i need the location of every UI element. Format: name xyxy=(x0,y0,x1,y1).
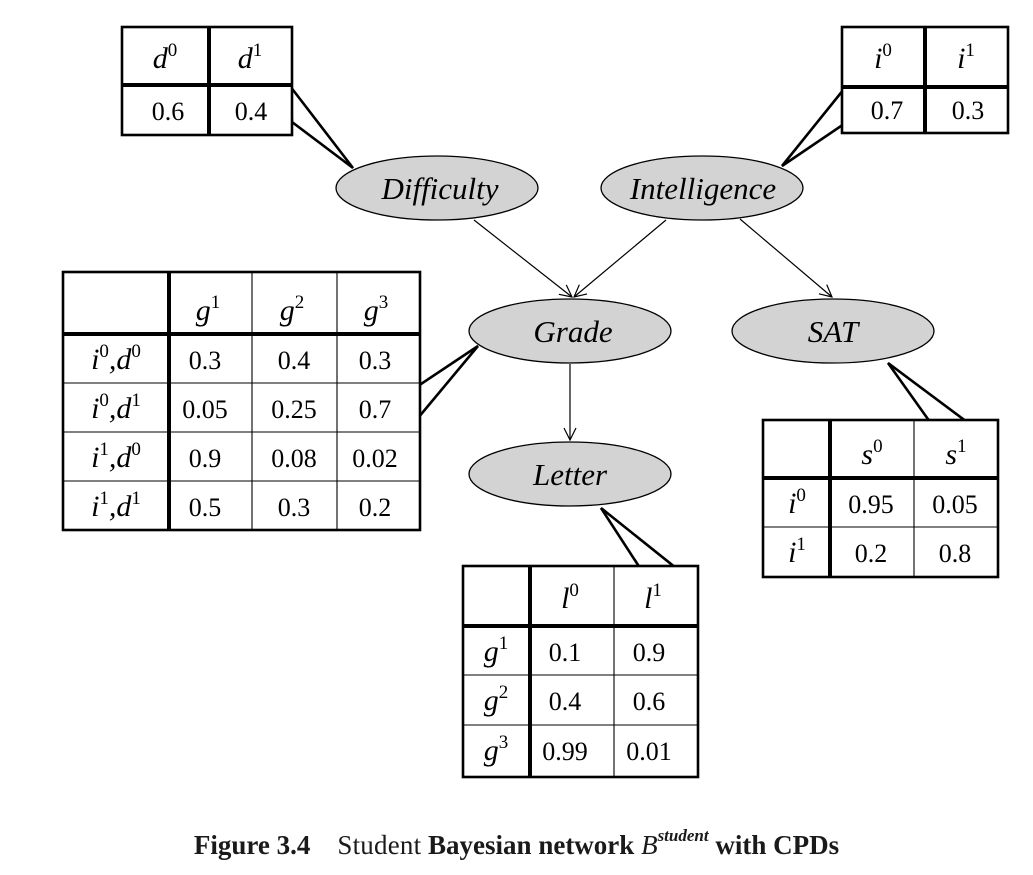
cell-value: 0.4 xyxy=(235,97,268,126)
col-header: i0 xyxy=(874,40,892,75)
cell-value: 0.02 xyxy=(352,444,398,473)
cpd-table-letter: l0 l1 g1 0.1 0.9 g2 0.4 0.6 g3 0.99 0.01 xyxy=(461,564,700,779)
node-intelligence: Intelligence xyxy=(600,155,804,221)
cpd-table-intelligence: i0 i1 0.7 0.3 xyxy=(840,25,1010,135)
node-grade: Grade xyxy=(468,298,672,364)
cell-value: 0.2 xyxy=(359,493,392,522)
cell-value: 0.99 xyxy=(542,737,588,766)
col-header: g2 xyxy=(280,292,305,327)
cell-value: 0.05 xyxy=(182,395,228,424)
edge-intelligence-sat xyxy=(739,218,832,297)
row-header: i0,d0 xyxy=(91,341,141,376)
network-symbol-superscript: student xyxy=(657,826,709,845)
figure-number: Figure 3.4 xyxy=(193,830,311,860)
figure-caption: Figure 3.4 Student Bayesian network Bstu… xyxy=(0,826,1033,861)
node-label: Grade xyxy=(533,314,612,349)
cpd-table-sat: s0 s1 i0 0.95 0.05 i1 0.2 0.8 xyxy=(761,418,1000,579)
caption-text-light: Student xyxy=(337,830,422,860)
node-difficulty: Difficulty xyxy=(335,155,539,221)
cell-value: 0.9 xyxy=(633,638,666,667)
col-header: s1 xyxy=(945,436,966,471)
node-label: Intelligence xyxy=(629,171,777,206)
cell-value: 0.6 xyxy=(152,97,185,126)
callout-grade xyxy=(416,344,479,422)
cell-value: 0.1 xyxy=(549,638,582,667)
edges xyxy=(473,218,832,440)
callout-difficulty xyxy=(288,81,355,170)
cell-value: 0.05 xyxy=(932,490,978,519)
col-header: d1 xyxy=(238,40,263,75)
cell-value: 0.95 xyxy=(848,490,894,519)
cell-value: 0.5 xyxy=(189,493,222,522)
callout-intelligence xyxy=(780,85,846,168)
row-header: i1,d0 xyxy=(91,439,141,474)
caption-text-end: with CPDs xyxy=(715,830,840,860)
edge-difficulty-grade xyxy=(473,219,572,297)
cell-value: 0.7 xyxy=(359,395,392,424)
cell-value: 0.08 xyxy=(271,444,317,473)
col-header: g1 xyxy=(196,292,221,327)
cell-value: 0.4 xyxy=(278,346,311,375)
cell-value: 0.3 xyxy=(278,493,311,522)
edge-intelligence-grade xyxy=(574,219,667,297)
col-header: d0 xyxy=(153,40,178,75)
cell-value: 0.9 xyxy=(189,444,222,473)
node-label: SAT xyxy=(808,314,861,349)
node-letter: Letter xyxy=(468,441,672,507)
cell-value: 0.01 xyxy=(626,737,672,766)
cell-value: 0.3 xyxy=(359,346,392,375)
cell-value: 0.7 xyxy=(871,96,904,125)
caption-text-bold: Bayesian network xyxy=(428,830,635,860)
cell-value: 0.3 xyxy=(952,96,985,125)
network-symbol: Bstudent xyxy=(641,826,709,860)
node-label: Difficulty xyxy=(380,171,498,206)
row-header: i0 xyxy=(788,485,806,520)
node-sat: SAT xyxy=(731,298,935,364)
cell-value: 0.4 xyxy=(549,687,582,716)
row-header: i1,d1 xyxy=(91,488,141,523)
row-header: g1 xyxy=(484,633,509,668)
col-header: g3 xyxy=(364,292,389,327)
row-header: i0,d1 xyxy=(91,390,141,425)
row-header: g2 xyxy=(484,682,509,717)
cell-value: 0.2 xyxy=(855,539,888,568)
node-label: Letter xyxy=(532,457,608,492)
cpd-table-grade: g1 g2 g3 i0,d0 0.3 0.4 0.3 i0,d1 0.05 0.25 0.7 i… xyxy=(61,270,422,532)
cell-value: 0.25 xyxy=(271,395,317,424)
row-header: i1 xyxy=(788,534,806,569)
cpd-table-difficulty: d0 d1 0.6 0.4 xyxy=(120,25,294,137)
col-header: l0 xyxy=(561,580,579,615)
callout-sat xyxy=(886,361,971,424)
callout-letter xyxy=(599,506,680,570)
cell-value: 0.6 xyxy=(633,687,666,716)
row-header: g3 xyxy=(484,732,509,767)
col-header: s0 xyxy=(861,436,882,471)
cell-value: 0.3 xyxy=(189,346,222,375)
col-header: i1 xyxy=(957,40,975,75)
cell-value: 0.8 xyxy=(939,539,972,568)
col-header: l1 xyxy=(644,580,662,615)
